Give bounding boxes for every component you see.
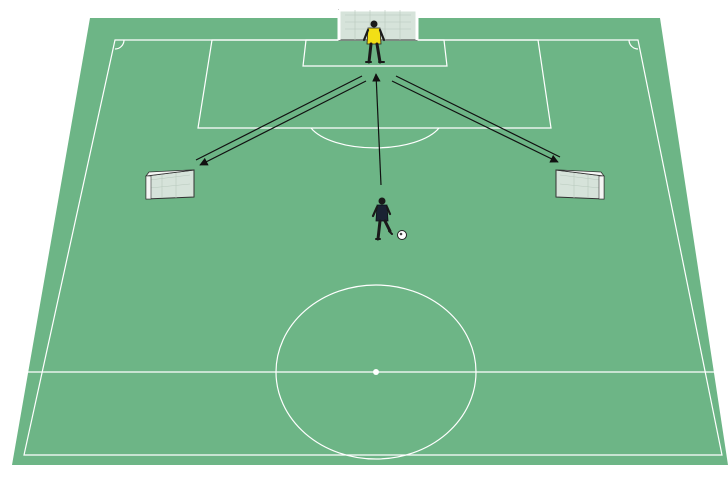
mini-goal-left (146, 170, 194, 199)
mini-goal-right (556, 170, 604, 199)
center-spot (373, 369, 379, 375)
ball (398, 231, 407, 240)
pitch (12, 18, 728, 465)
